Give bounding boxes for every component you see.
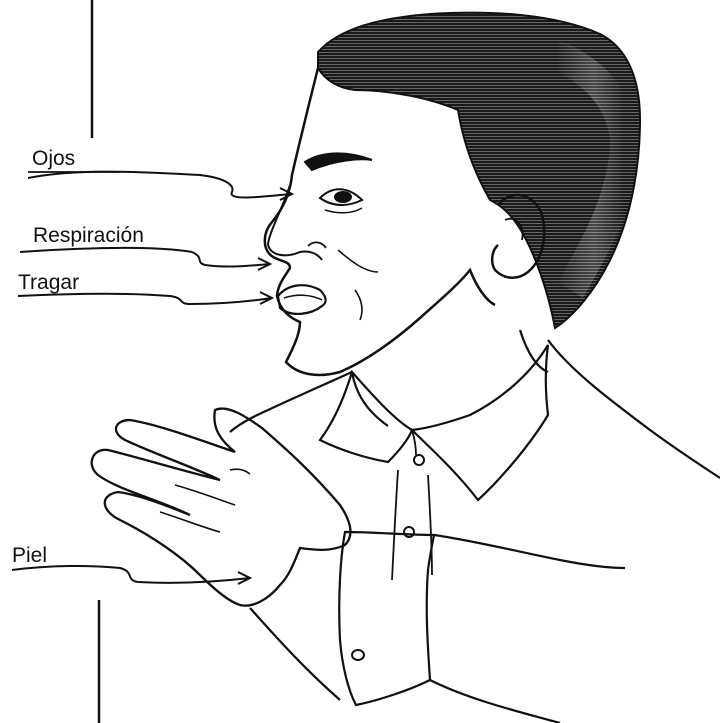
collar	[320, 345, 548, 500]
shirt-outline	[230, 340, 720, 478]
mouth	[278, 285, 326, 314]
label-skin: Piel	[12, 545, 47, 566]
eyebrow	[305, 153, 372, 170]
neck	[352, 330, 548, 426]
cuff-button	[352, 650, 364, 660]
sleeve	[250, 535, 625, 723]
label-eyes: Ojos	[32, 148, 75, 169]
shirt-button-1	[414, 455, 424, 465]
arrow-tragar	[18, 294, 272, 304]
label-swallowing: Tragar	[18, 272, 79, 293]
label-breathing: Respiración	[33, 225, 144, 246]
arrow-piel	[12, 566, 250, 583]
shirt-cuff	[339, 532, 434, 705]
arrow-ojos	[28, 172, 290, 198]
arrow-respiracion	[20, 248, 270, 267]
